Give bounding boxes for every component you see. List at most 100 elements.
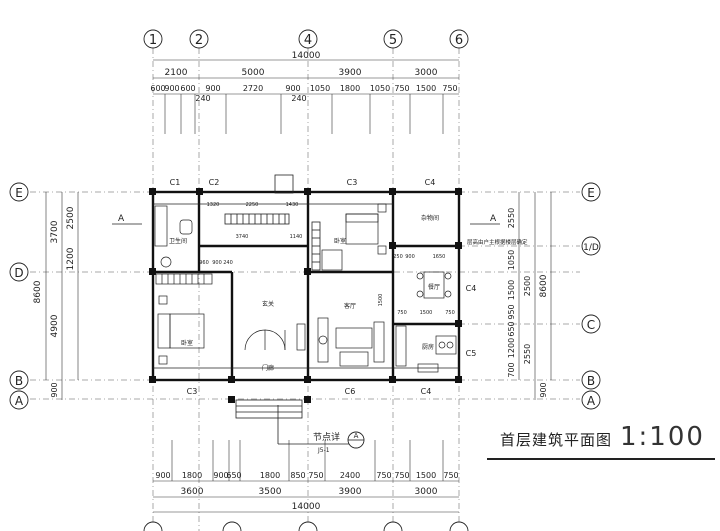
svg-text:3000: 3000 [415,68,438,78]
axis-bubble-bottom-2 [222,521,242,531]
left-dimension-chain: 8600 3700 4900 2500 1200 900 [33,192,79,400]
svg-text:C4: C4 [425,178,436,187]
svg-text:C3: C3 [187,387,198,396]
bedroom-left: 卧室 [157,295,205,365]
section-mark-right: A [470,214,500,225]
svg-text:900: 900 [164,84,179,93]
axis-bubble-left-E: E [9,182,29,202]
svg-text:850: 850 [290,471,305,480]
svg-text:2100: 2100 [165,68,188,78]
axis-bubble-right-E: E [581,182,601,202]
svg-text:C: C [587,318,595,332]
svg-text:1200: 1200 [507,338,516,358]
svg-text:900: 900 [155,471,170,480]
svg-text:240: 240 [223,260,233,266]
bedroom-right: 卧室 [321,203,387,271]
svg-text:1/D: 1/D [583,243,599,253]
svg-text:卧室: 卧室 [334,237,346,245]
svg-text:14000: 14000 [292,51,321,61]
svg-text:杂物间: 杂物间 [421,214,439,222]
svg-text:1050: 1050 [310,84,330,93]
svg-text:3600: 3600 [181,487,204,497]
svg-text:3000: 3000 [415,487,438,497]
svg-text:C3: C3 [347,178,358,187]
top-ticks [164,94,444,134]
svg-text:1500: 1500 [416,471,436,480]
svg-text:2720: 2720 [243,84,263,93]
svg-text:750: 750 [445,310,455,316]
svg-text:A: A [587,394,596,408]
svg-text:240: 240 [195,94,210,103]
svg-text:1050: 1050 [370,84,390,93]
axis-bubble-left-D: D [9,262,29,282]
svg-text:1140: 1140 [290,234,303,240]
svg-text:客厅: 客厅 [344,302,356,310]
svg-text:B: B [587,374,595,388]
structural-columns [149,188,462,403]
kitchen: 厨房 [395,325,457,373]
svg-text:C2: C2 [209,178,220,187]
axis-bubble-top-1: 1 [143,29,163,49]
inner-dimensions: 1320 2250 1430 3740 1140 960 900 240 250… [199,202,455,316]
svg-text:1: 1 [149,33,157,48]
svg-text:1430: 1430 [286,202,299,208]
svg-text:1320: 1320 [207,202,220,208]
staircase [224,174,321,271]
svg-text:1050: 1050 [507,250,516,270]
axis-bubble-left-B: B [9,370,29,390]
bathroom-fixtures: 卫生间 [154,205,193,268]
bottom-ticks [171,440,444,481]
svg-text:C4: C4 [466,284,477,293]
svg-text:5000: 5000 [242,68,265,78]
axis-bubble-top-4: 4 [298,29,318,49]
foyer: 玄关 门廊 [244,300,306,372]
svg-text:3740: 3740 [236,234,249,240]
svg-text:2550: 2550 [507,208,516,228]
axis-bubble-bottom-4 [298,521,318,531]
svg-text:1650: 1650 [433,254,446,260]
svg-text:厨房: 厨房 [422,343,434,351]
svg-text:1500: 1500 [378,294,384,307]
wardrobe [155,273,213,285]
svg-text:2400: 2400 [340,471,360,480]
detail-callout: 节点详 A J5-1 [277,405,365,454]
svg-text:J5-1: J5-1 [317,447,330,454]
svg-text:900: 900 [212,260,222,266]
svg-text:240: 240 [291,94,306,103]
svg-text:960: 960 [199,260,209,266]
svg-text:C4: C4 [421,387,432,396]
svg-text:750: 750 [442,84,457,93]
axis-bubble-left-A: A [9,390,29,410]
axis-bubble-right-A: A [581,390,601,410]
svg-text:750: 750 [308,471,323,480]
svg-text:C1: C1 [170,178,181,187]
svg-text:节点详: 节点详 [313,431,340,443]
svg-text:1800: 1800 [260,471,280,480]
axis-bubble-right-B: B [581,370,601,390]
svg-text:3900: 3900 [339,68,362,78]
svg-text:1800: 1800 [182,471,202,480]
svg-text:C5: C5 [466,349,477,358]
svg-text:1800: 1800 [340,84,360,93]
drawing-scale: 1:100 [620,422,705,452]
svg-text:900: 900 [539,382,548,397]
svg-text:2: 2 [195,33,203,48]
svg-text:玄关: 玄关 [262,300,274,308]
svg-text:2500: 2500 [523,276,532,296]
svg-text:900: 900 [285,84,300,93]
svg-text:门廊: 门廊 [262,364,274,372]
svg-text:4: 4 [304,33,312,48]
storage-room: 杂物间 [421,214,439,222]
svg-text:650: 650 [507,321,516,336]
svg-text:1500: 1500 [420,310,433,316]
svg-text:750: 750 [443,471,458,480]
svg-text:E: E [15,186,23,200]
svg-text:900: 900 [213,471,228,480]
svg-text:900: 900 [405,254,415,260]
svg-text:3900: 3900 [339,487,362,497]
svg-text:750: 750 [394,84,409,93]
axis-bubble-right-C: C [581,314,601,334]
svg-text:950: 950 [507,304,516,319]
svg-text:D: D [14,266,23,280]
top-dimension-chain: 14000 2100 5000 3900 3000 600 900 600 90… [150,51,459,103]
